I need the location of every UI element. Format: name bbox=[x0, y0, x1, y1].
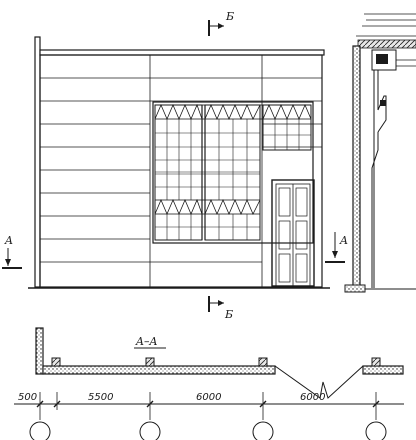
door bbox=[271, 179, 315, 287]
plan-column bbox=[51, 357, 61, 367]
section-wall bbox=[352, 45, 361, 289]
facade-elevation: Б Б A A bbox=[2, 10, 348, 321]
grid-axis-bubble bbox=[365, 421, 387, 440]
section-mark-b-top: Б bbox=[208, 10, 234, 36]
plan-long-wall-right bbox=[362, 365, 404, 375]
section-label-b-top: Б bbox=[225, 10, 234, 23]
dimension-500: 500 bbox=[18, 392, 37, 403]
grid-axis-bubble bbox=[29, 421, 51, 440]
facade-outline bbox=[39, 54, 323, 288]
dimension-6000-b: 6000 bbox=[300, 392, 325, 403]
plan-column bbox=[258, 357, 268, 367]
window-band bbox=[152, 101, 314, 244]
section-label-a-right: A bbox=[339, 234, 348, 247]
plan-end-wall bbox=[35, 327, 44, 375]
plan-long-wall bbox=[42, 365, 276, 375]
plan-dimension-line bbox=[14, 392, 404, 420]
horizontal-panel-joints bbox=[40, 77, 322, 263]
plan-section: A–A 500 5500 6000 6000 bbox=[14, 327, 404, 440]
left-column bbox=[34, 36, 41, 288]
dimension-5500: 5500 bbox=[88, 392, 113, 403]
section-mark-a-left: A bbox=[2, 234, 22, 269]
roof-parapet bbox=[39, 49, 325, 56]
plan-gate-swing bbox=[274, 365, 364, 399]
plan-section-title: A–A bbox=[135, 335, 157, 348]
section-label-a-left: A bbox=[4, 234, 13, 247]
plan-column bbox=[145, 357, 155, 367]
section-label-b-bottom: Б bbox=[224, 308, 233, 321]
side-section bbox=[344, 13, 416, 293]
dimension-6000-a: 6000 bbox=[196, 392, 221, 403]
plan-column bbox=[371, 357, 381, 367]
section-mark-b-bottom: Б bbox=[208, 296, 233, 321]
grid-axis-bubble bbox=[252, 421, 274, 440]
section-mark-a-right: A bbox=[325, 232, 348, 263]
grid-axis-bubble bbox=[139, 421, 161, 440]
